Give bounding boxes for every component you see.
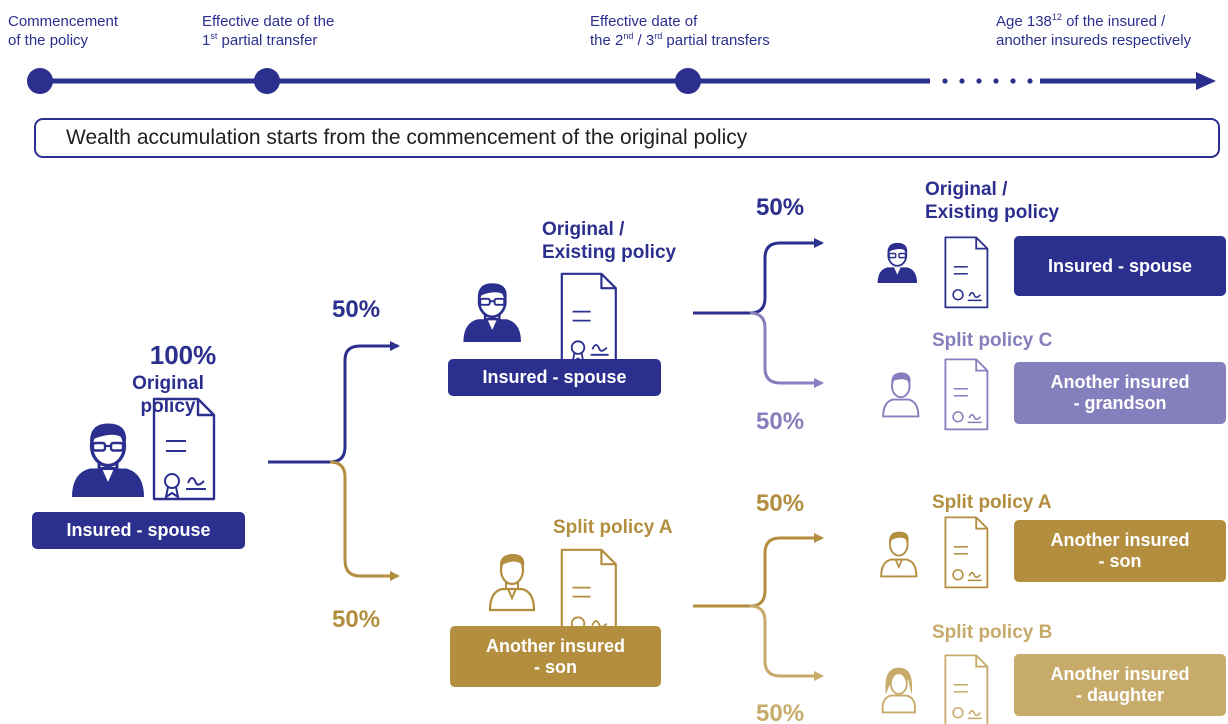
- milestone-dot: [254, 68, 280, 94]
- milestone-dot: [675, 68, 701, 94]
- stage3-row2-percent: 50%: [756, 408, 805, 435]
- stage3-row4-percent: 50%: [756, 700, 805, 724]
- stage3-row1-percent: 50%: [756, 194, 805, 221]
- stage2-lower-insured-box: Another insured - son: [450, 626, 661, 687]
- timeline-label-first-transfer: Effective date of the 1st partial transf…: [202, 13, 335, 49]
- stage3-row4-title: Split policy B: [932, 622, 1053, 643]
- policy-document-icon: [152, 397, 216, 501]
- stage1-percent: 100%: [149, 340, 217, 370]
- stage3-row3-title: Split policy A: [932, 492, 1052, 513]
- branch-arrow: [693, 238, 824, 315]
- stage3-row3-percent: 50%: [756, 490, 805, 517]
- stage2-lower-percent: 50%: [332, 606, 381, 633]
- timeline-dot: [1027, 78, 1033, 84]
- policy-document-icon: [944, 654, 989, 724]
- timeline-arrowhead: [1196, 72, 1216, 90]
- stage3-row2-insured-box: Another insured - grandson: [1014, 362, 1226, 424]
- policy-document-icon: [944, 236, 989, 309]
- woman-icon: [881, 667, 916, 714]
- branch-arrow: [749, 311, 824, 388]
- branch-arrow: [693, 533, 824, 608]
- timeline-dot: [976, 78, 982, 84]
- branch-arrow-upper: [268, 341, 400, 464]
- policy-document-icon: [560, 272, 617, 365]
- stage3-row1-insured-box: Insured - spouse: [1014, 236, 1226, 296]
- timeline: [27, 68, 1216, 94]
- timeline-label-age: Age 13812 of the insured / another insur…: [996, 12, 1192, 50]
- timeline-label-commencement: Commencement of the policy: [8, 13, 119, 49]
- person-glasses-icon: [463, 283, 521, 342]
- stage1-title: Original policy: [132, 373, 204, 417]
- person-icon: [488, 554, 536, 612]
- stage2-upper-insured-box: Insured - spouse: [448, 359, 661, 396]
- stage2-upper-percent: 50%: [332, 296, 381, 323]
- milestone-dot: [27, 68, 53, 94]
- wealth-accumulation-banner: Wealth accumulation starts from the comm…: [34, 118, 1220, 158]
- policy-document-icon: [944, 358, 989, 431]
- stage3-row3-insured-box: Another insured - son: [1014, 520, 1226, 582]
- timeline-dot: [959, 78, 965, 84]
- timeline-label-later-transfers: Effective date of the 2nd / 3rd partial …: [590, 13, 770, 49]
- person-glasses-icon: [72, 423, 144, 497]
- stage3-row1-title: Original / Existing policy: [925, 179, 1060, 223]
- stage1-insured-box: Insured - spouse: [32, 512, 245, 549]
- branch-arrow-lower: [329, 460, 400, 581]
- policy-document-icon: [944, 516, 989, 589]
- timeline-dot: [1010, 78, 1016, 84]
- stage3-row4-insured-box: Another insured - daughter: [1014, 654, 1226, 716]
- timeline-dot: [942, 78, 948, 84]
- branch-arrow: [749, 604, 824, 681]
- stage2-lower-title: Split policy A: [553, 517, 673, 538]
- timeline-dot: [993, 78, 999, 84]
- stage2-upper-title: Original / Existing policy: [542, 219, 677, 263]
- stage3-row2-title: Split policy C: [932, 330, 1053, 351]
- man-icon: [880, 531, 918, 578]
- person-glasses-icon: [877, 242, 917, 283]
- boy-icon: [882, 372, 920, 418]
